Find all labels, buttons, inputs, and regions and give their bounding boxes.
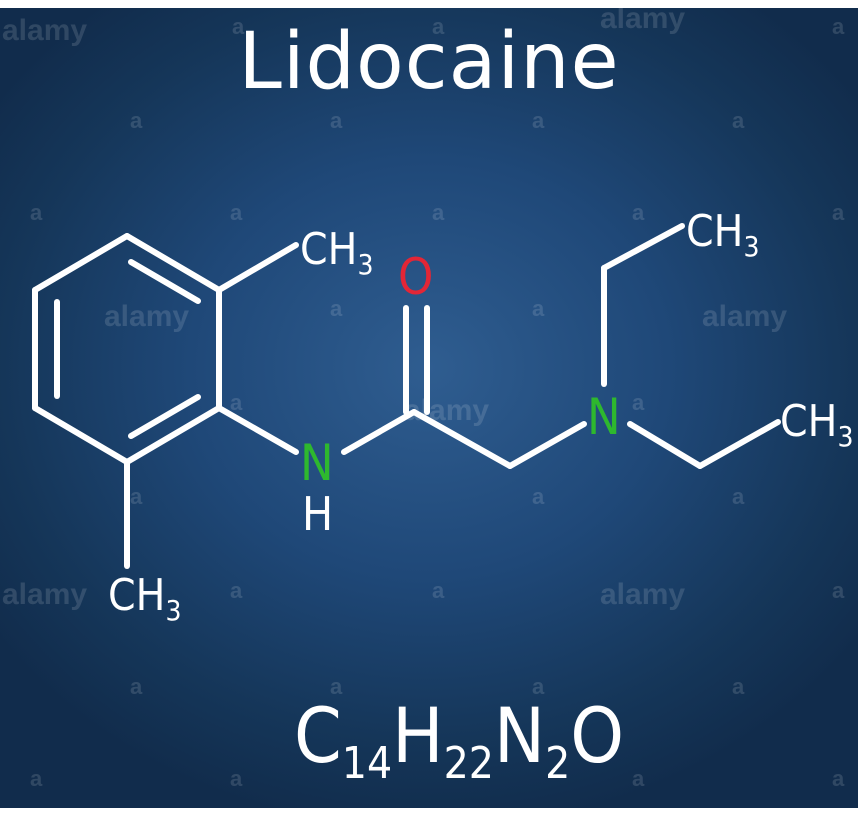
ring-bond: [124, 233, 222, 293]
ring-bond: [32, 405, 130, 465]
watermark-brand: alamy: [2, 14, 87, 47]
watermark-mark: a: [230, 766, 243, 791]
bond-amine-n-ethyl-right: [627, 421, 703, 469]
watermark-layer: alamy alamy alamy alamy alamy alamy alam…: [2, 2, 845, 791]
watermark-mark: a: [230, 390, 243, 415]
watermark-mark: a: [330, 108, 343, 133]
watermark-mark: a: [130, 674, 143, 699]
watermark-mark: a: [130, 484, 143, 509]
watermark-mark: a: [230, 578, 243, 603]
watermark-mark: a: [230, 200, 243, 225]
molecular-formula: C14H22N2O: [294, 691, 624, 789]
methyl-right-top-label: CH3: [686, 206, 759, 263]
formula-nitrogen: N: [494, 691, 545, 780]
watermark-mark: a: [832, 14, 845, 39]
watermark-brand: alamy: [600, 578, 685, 611]
ring-double-bond: [128, 259, 201, 304]
watermark-mark: a: [432, 578, 445, 603]
watermark-mark: a: [30, 766, 43, 791]
methyl-right-top-sub: 3: [743, 230, 759, 263]
bond-ring-methyl-top: [216, 242, 299, 293]
methyl-right-top-main: CH: [686, 206, 743, 257]
watermark-mark: a: [432, 200, 445, 225]
methyl-bottom-main: CH: [108, 570, 165, 621]
watermark-mark: a: [532, 674, 545, 699]
formula-oxygen: O: [570, 691, 624, 780]
watermark-mark: a: [330, 296, 343, 321]
watermark-mark: a: [632, 766, 645, 791]
methyl-right-bottom-label: CH3: [780, 396, 853, 453]
bond-ethyl-up: [601, 223, 685, 271]
bond-methylene-amine-n: [507, 421, 587, 469]
bond-ethyl-right: [697, 419, 781, 469]
watermark-brand: alamy: [702, 300, 787, 333]
watermark-brand: alamy: [104, 300, 189, 333]
amide-hydrogen-label: H: [302, 487, 333, 541]
formula-hydrogen: H: [392, 691, 443, 780]
watermark-mark: a: [432, 14, 445, 39]
amide-nitrogen-label: N: [300, 434, 334, 492]
watermark-mark: a: [732, 674, 745, 699]
oxygen-label: O: [398, 248, 433, 306]
formula-carbon-count: 14: [342, 738, 392, 789]
watermark-mark: a: [532, 108, 545, 133]
chain-bonds: [124, 223, 781, 569]
formula-nitrogen-count: 2: [545, 738, 570, 789]
ring-double-bond: [128, 394, 201, 439]
watermark-mark: a: [732, 108, 745, 133]
watermark-mark: a: [30, 200, 43, 225]
benzene-ring: [32, 233, 222, 465]
watermark-mark: a: [130, 108, 143, 133]
watermark-mark: a: [832, 578, 845, 603]
formula-hydrogen-count: 22: [444, 738, 494, 789]
watermark-mark: a: [732, 484, 745, 509]
methyl-bottom-label: CH3: [108, 570, 181, 627]
bond-amide-n-carbonyl: [341, 409, 417, 455]
watermark-brand: alamy: [404, 394, 489, 427]
ring-bond: [124, 405, 222, 465]
watermark-mark: a: [832, 766, 845, 791]
methyl-top-label: CH3: [300, 224, 373, 281]
formula-carbon: C: [294, 691, 342, 780]
methyl-top-sub: 3: [357, 248, 373, 281]
compound-title: Lidocaine: [238, 17, 620, 107]
watermark-mark: a: [532, 484, 545, 509]
watermark-mark: a: [832, 200, 845, 225]
watermark-brand: alamy: [2, 578, 87, 611]
amine-nitrogen-label: N: [587, 388, 621, 446]
watermark-mark: a: [232, 14, 245, 39]
watermark-mark: a: [532, 296, 545, 321]
methyl-bottom-sub: 3: [165, 594, 181, 627]
bond-carbonyl-methylene: [411, 409, 513, 469]
watermark-mark: a: [632, 200, 645, 225]
bond-ring-amide-n: [216, 405, 299, 455]
watermark-brand: alamy: [600, 2, 685, 35]
watermark-mark: a: [632, 390, 645, 415]
methyl-right-bottom-main: CH: [780, 396, 837, 447]
methyl-right-bottom-sub: 3: [837, 420, 853, 453]
ring-bond: [32, 233, 130, 293]
methyl-top-main: CH: [300, 224, 357, 275]
watermark-mark: a: [330, 674, 343, 699]
